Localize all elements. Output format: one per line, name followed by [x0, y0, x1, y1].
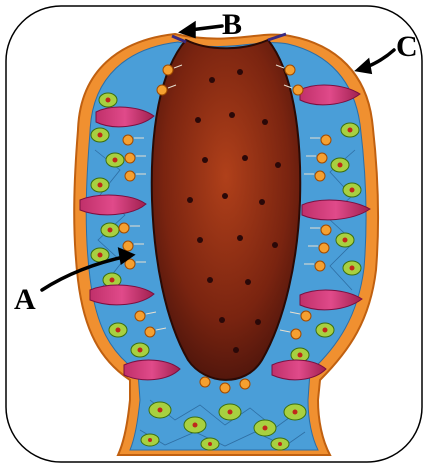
label-a: A — [14, 285, 36, 315]
label-b: B — [222, 10, 242, 40]
label-c: C — [396, 32, 418, 62]
